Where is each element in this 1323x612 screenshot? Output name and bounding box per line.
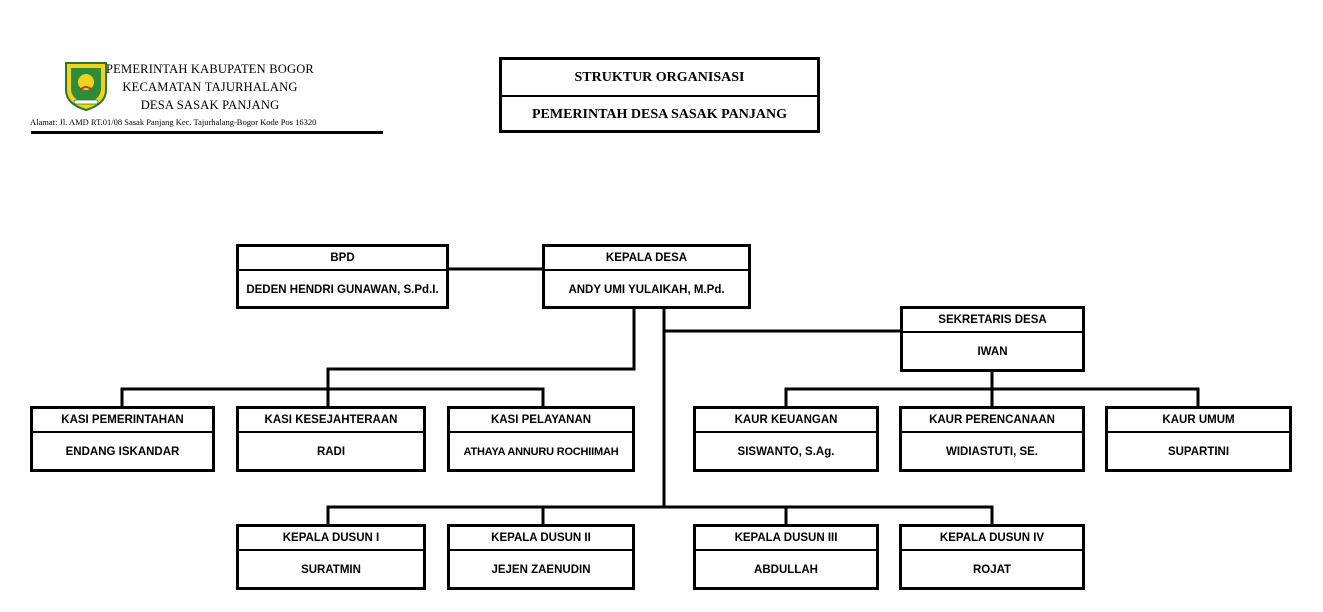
letterhead-line-3: DESA SASAK PANJANG	[140, 98, 280, 112]
chart-title: STRUKTUR ORGANISASI	[574, 69, 745, 85]
node-kaur-perencanaan: KAUR PERENCANAAN WIDIASTUTI, SE.	[899, 406, 1085, 472]
letterhead: PEMERINTAH KABUPATEN BOGOR KECAMATAN TAJ…	[30, 60, 390, 129]
node-sekretaris-desa: SEKRETARIS DESA IWAN	[900, 306, 1085, 372]
node-title: KASI PELAYANAN	[450, 409, 632, 433]
node-name: DEDEN HENDRI GUNAWAN, S.Pd.I.	[246, 283, 439, 296]
node-title: KEPALA DUSUN III	[696, 527, 876, 551]
node-title: KAUR KEUANGAN	[696, 409, 876, 433]
node-kaur-umum: KAUR UMUM SUPARTINI	[1105, 406, 1292, 472]
node-name: RADI	[316, 446, 346, 458]
node-kepala-dusun-2: KEPALA DUSUN II JEJEN ZAENUDIN	[447, 524, 635, 590]
node-name: ABDULLAH	[754, 564, 818, 576]
node-title: KAUR UMUM	[1108, 409, 1289, 433]
node-name: JEJEN ZAENUDIN	[491, 564, 591, 576]
letterhead-rule	[31, 131, 383, 134]
node-kepala-dusun-1: KEPALA DUSUN I SURATMIN	[236, 524, 426, 590]
node-title: KEPALA DUSUN IV	[902, 527, 1082, 551]
letterhead-line-1: PEMERINTAH KABUPATEN BOGOR	[106, 62, 314, 76]
node-kasi-pelayanan: KASI PELAYANAN ATHAYA ANNURU ROCHIIMAH	[447, 406, 635, 472]
node-name: ANDY UMI YULAIKAH, M.Pd.	[568, 283, 725, 296]
node-name: SURATMIN	[301, 564, 361, 576]
node-kepala-dusun-4: KEPALA DUSUN IV ROJAT	[899, 524, 1085, 590]
chart-subtitle: PEMERINTAH DESA SASAK PANJANG	[502, 95, 817, 132]
node-title: SEKRETARIS DESA	[903, 309, 1082, 333]
node-title: KAUR PERENCANAAN	[902, 409, 1082, 433]
node-kepala-dusun-3: KEPALA DUSUN III ABDULLAH	[693, 524, 879, 590]
chart-title-box: STRUKTUR ORGANISASI PEMERINTAH DESA SASA…	[499, 57, 820, 133]
node-name: SUPARTINI	[1167, 446, 1230, 458]
letterhead-address: Alamat: Jl. AMD RT.01/08 Sasak Panjang K…	[30, 117, 317, 127]
node-name: ENDANG ISKANDAR	[65, 446, 180, 458]
bogor-regency-emblem-icon	[65, 62, 107, 112]
node-title: KASI KESEJAHTERAAN	[239, 409, 423, 433]
node-title: KASI PEMERINTAHAN	[33, 409, 212, 433]
node-title: BPD	[239, 247, 446, 271]
node-title: KEPALA DESA	[545, 247, 748, 271]
node-title: KEPALA DUSUN I	[239, 527, 423, 551]
node-kasi-pemerintahan: KASI PEMERINTAHAN ENDANG ISKANDAR	[30, 406, 215, 472]
node-name: IWAN	[977, 346, 1008, 358]
node-name: ATHAYA ANNURU ROCHIIMAH	[463, 446, 619, 458]
node-name: SISWANTO, S.Ag.	[737, 446, 835, 458]
node-title: KEPALA DUSUN II	[450, 527, 632, 551]
node-name: WIDIASTUTI, SE.	[946, 446, 1038, 458]
node-kaur-keuangan: KAUR KEUANGAN SISWANTO, S.Ag.	[693, 406, 879, 472]
letterhead-line-2: KECAMATAN TAJURHALANG	[122, 80, 298, 94]
node-kasi-kesejahteraan: KASI KESEJAHTERAAN RADI	[236, 406, 426, 472]
node-bpd: BPD DEDEN HENDRI GUNAWAN, S.Pd.I.	[236, 244, 449, 309]
node-name: ROJAT	[972, 564, 1012, 576]
node-kepala-desa: KEPALA DESA ANDY UMI YULAIKAH, M.Pd.	[542, 244, 751, 309]
